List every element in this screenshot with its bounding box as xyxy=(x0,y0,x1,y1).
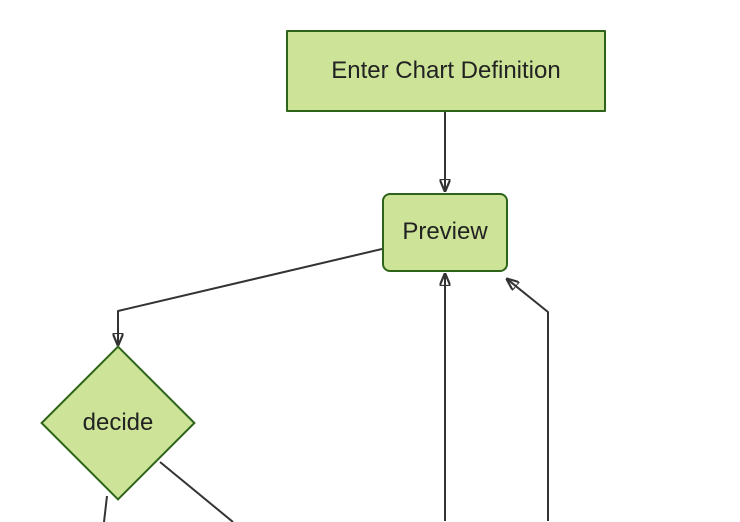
node-preview: Preview xyxy=(382,193,508,272)
node-decide-label: decide xyxy=(82,409,154,436)
edge-decide-down-left xyxy=(103,495,108,522)
node-preview-label: Preview xyxy=(402,218,488,246)
edge-bottom-to-preview-2 xyxy=(507,279,549,521)
edge-preview-to-decide xyxy=(118,248,383,345)
edge-decide-down-right xyxy=(159,461,234,522)
node-decide-label-wrap: decide xyxy=(43,368,193,478)
node-enter-chart-definition: Enter Chart Definition xyxy=(286,30,606,112)
node-enter-chart-definition-label: Enter Chart Definition xyxy=(331,56,561,84)
